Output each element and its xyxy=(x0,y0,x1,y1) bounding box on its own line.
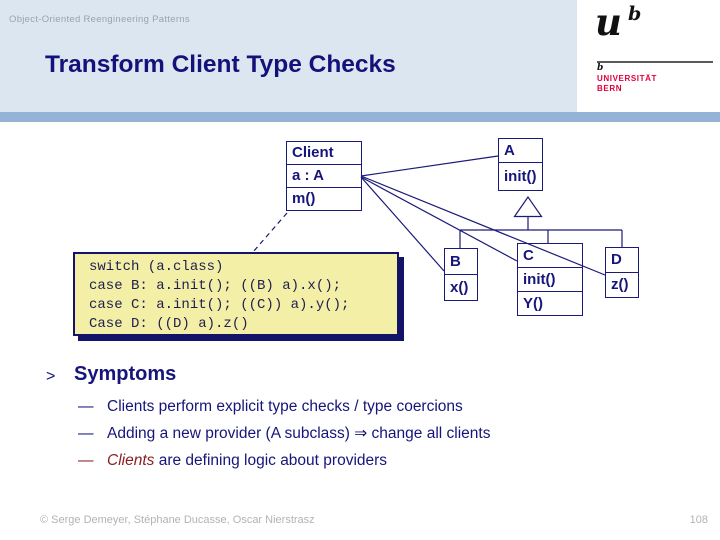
dashed-note-link xyxy=(252,212,288,253)
class-name: B xyxy=(450,253,461,270)
class-method: x() xyxy=(445,274,477,300)
bullet-text: Clients perform explicit type checks / t… xyxy=(107,398,463,415)
class-method: init() xyxy=(499,162,542,190)
code-line: Case D: ((D) a).z() xyxy=(89,316,249,332)
bullet-dash: — xyxy=(78,452,94,469)
section-marker: > xyxy=(46,368,56,385)
class-attribute: a : A xyxy=(287,164,361,187)
code-line: case B: a.init(); ((B) a).x(); xyxy=(89,278,342,294)
class-method: z() xyxy=(606,272,638,297)
footer-credit: © Serge Demeyer, Stéphane Ducasse, Oscar… xyxy=(40,514,315,526)
bullet-dash: — xyxy=(78,398,94,415)
uml-class-b: B x() xyxy=(444,248,478,301)
uml-class-d: D z() xyxy=(605,247,639,298)
bullet-text: Clients are defining logic about provide… xyxy=(107,451,387,471)
symptoms-bullet-list: — Clients perform explicit type checks /… xyxy=(78,397,658,478)
uml-class-a: A init() xyxy=(498,138,543,191)
logo-u-glyph: u xyxy=(595,0,622,44)
logo-bern-label: BERN xyxy=(597,84,623,93)
code-line: switch (a.class) xyxy=(89,259,224,275)
bullet-text: Adding a new provider (A subclass) ⇒ cha… xyxy=(107,425,491,442)
class-method: init() xyxy=(518,267,582,291)
list-item: — Adding a new provider (A subclass) ⇒ c… xyxy=(78,424,658,444)
highlighted-word: Clients xyxy=(107,452,155,469)
uml-class-client: Client a : A m() xyxy=(286,141,362,211)
logo-university-label: UNIVERSITÄT xyxy=(597,74,657,83)
list-item: — Clients perform explicit type checks /… xyxy=(78,397,658,417)
association-client-c xyxy=(360,176,518,262)
bullet-text-rest: are defining logic about providers xyxy=(154,452,388,469)
class-name: C xyxy=(523,247,534,264)
code-line: case C: a.init(); ((C)) a).y(); xyxy=(89,297,350,313)
code-snippet-box: switch (a.class) case B: a.init(); ((B) … xyxy=(73,252,399,336)
association-client-a xyxy=(360,155,499,177)
logo-b-superscript: b xyxy=(628,3,642,25)
list-item: — Clients are defining logic about provi… xyxy=(78,451,658,471)
page-title: Transform Client Type Checks xyxy=(45,51,396,78)
class-name: Client xyxy=(292,144,334,161)
accent-bar xyxy=(0,112,720,122)
class-name: D xyxy=(611,251,622,268)
page-number: 108 xyxy=(689,514,708,526)
class-method: Y() xyxy=(518,291,582,315)
logo-small-mark: b xyxy=(597,63,604,73)
class-method: m() xyxy=(287,187,361,210)
university-bern-logo: u b b UNIVERSITÄT BERN xyxy=(577,0,720,112)
class-name: A xyxy=(504,142,515,159)
section-title: Symptoms xyxy=(74,363,177,385)
bullet-dash: — xyxy=(78,425,94,442)
course-header: Object-Oriented Reengineering Patterns xyxy=(9,14,190,25)
logo-divider xyxy=(597,61,713,63)
uml-class-c: C init() Y() xyxy=(517,243,583,316)
inheritance-triangle-icon xyxy=(513,195,543,218)
